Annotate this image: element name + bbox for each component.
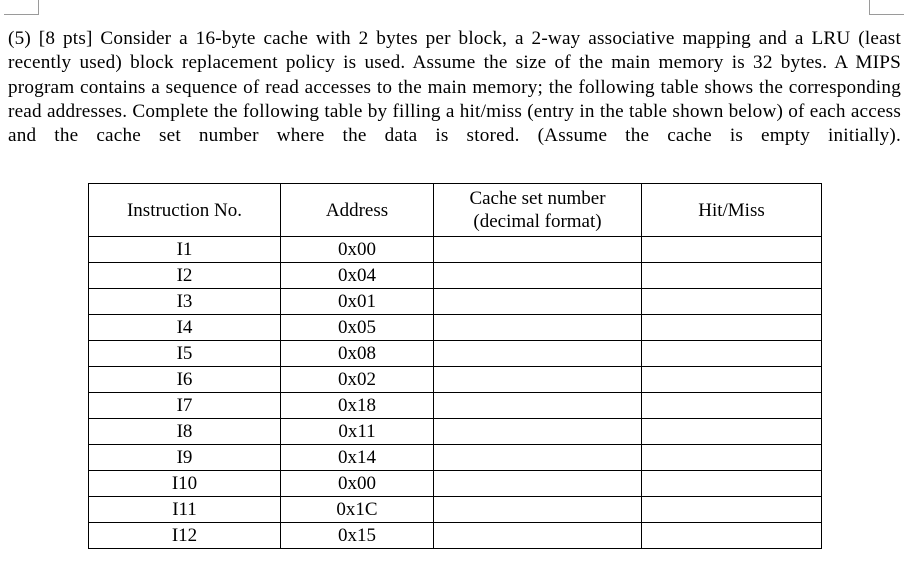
cache-access-table: Instruction No. Address Cache set number…: [88, 183, 822, 549]
cell-instruction-no: I2: [88, 262, 281, 289]
cell-address: 0x1C: [280, 496, 434, 523]
table-header-row: Instruction No. Address Cache set number…: [88, 183, 822, 237]
cell-cache-set-number[interactable]: [433, 288, 642, 315]
cell-instruction-no: I10: [88, 470, 281, 497]
cell-instruction-no: I12: [88, 522, 281, 549]
page-crop-mark-right: [869, 0, 904, 15]
cell-instruction-no: I6: [88, 366, 281, 393]
cell-cache-set-number[interactable]: [433, 496, 642, 523]
cell-cache-set-number[interactable]: [433, 470, 642, 497]
cell-instruction-no: I7: [88, 392, 281, 419]
cell-cache-set-number[interactable]: [433, 366, 642, 393]
cell-hit-miss[interactable]: [641, 288, 822, 315]
cell-cache-set-number[interactable]: [433, 522, 642, 549]
cell-hit-miss[interactable]: [641, 418, 822, 445]
cell-address: 0x14: [280, 444, 434, 471]
cell-cache-set-number[interactable]: [433, 314, 642, 341]
cache-access-table-container: Instruction No. Address Cache set number…: [88, 183, 822, 549]
cell-instruction-no: I11: [88, 496, 281, 523]
cell-instruction-no: I9: [88, 444, 281, 471]
cell-cache-set-number[interactable]: [433, 444, 642, 471]
column-header-cache-set-number: Cache set number (decimal format): [433, 183, 642, 237]
page-crop-mark-left: [4, 0, 39, 15]
column-header-cache-set-number-line1: Cache set number: [469, 188, 606, 209]
cell-address: 0x15: [280, 522, 434, 549]
column-header-instruction-no: Instruction No.: [88, 183, 281, 237]
question-text: (5) [8 pts] Consider a 16-byte cache wit…: [8, 28, 901, 146]
cell-hit-miss[interactable]: [641, 314, 822, 341]
cell-hit-miss[interactable]: [641, 522, 822, 549]
cell-hit-miss[interactable]: [641, 392, 822, 419]
column-header-hit-miss: Hit/Miss: [641, 183, 822, 237]
cell-cache-set-number[interactable]: [433, 392, 642, 419]
cell-cache-set-number[interactable]: [433, 262, 642, 289]
cell-instruction-no: I8: [88, 418, 281, 445]
cell-hit-miss[interactable]: [641, 496, 822, 523]
cell-address: 0x05: [280, 314, 434, 341]
cell-hit-miss[interactable]: [641, 366, 822, 393]
cell-hit-miss[interactable]: [641, 236, 822, 263]
cell-cache-set-number[interactable]: [433, 236, 642, 263]
cell-instruction-no: I3: [88, 288, 281, 315]
cell-address: 0x00: [280, 470, 434, 497]
cell-instruction-no: I1: [88, 236, 281, 263]
cell-address: 0x01: [280, 288, 434, 315]
cell-cache-set-number[interactable]: [433, 418, 642, 445]
column-header-cache-set-number-line2: (decimal format): [473, 211, 602, 232]
cell-hit-miss[interactable]: [641, 444, 822, 471]
column-header-address: Address: [280, 183, 434, 237]
cell-hit-miss[interactable]: [641, 340, 822, 367]
cell-address: 0x04: [280, 262, 434, 289]
cell-address: 0x00: [280, 236, 434, 263]
cell-instruction-no: I5: [88, 340, 281, 367]
cell-hit-miss[interactable]: [641, 262, 822, 289]
cell-address: 0x18: [280, 392, 434, 419]
cell-address: 0x08: [280, 340, 434, 367]
cell-cache-set-number[interactable]: [433, 340, 642, 367]
cell-instruction-no: I4: [88, 314, 281, 341]
cell-hit-miss[interactable]: [641, 470, 822, 497]
cell-address: 0x11: [280, 418, 434, 445]
cell-address: 0x02: [280, 366, 434, 393]
